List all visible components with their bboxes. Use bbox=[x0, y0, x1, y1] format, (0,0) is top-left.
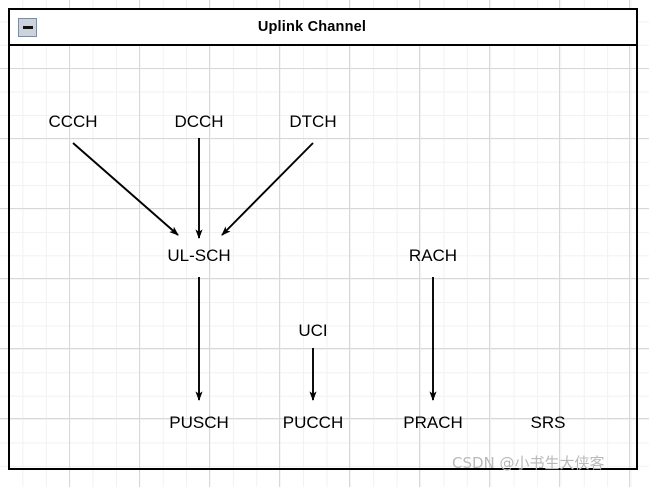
node-pusch[interactable]: PUSCH bbox=[169, 413, 229, 432]
collapse-minus-icon[interactable] bbox=[18, 18, 37, 37]
node-prach[interactable]: PRACH bbox=[403, 413, 463, 432]
node-uci[interactable]: UCI bbox=[298, 321, 328, 340]
node-dcch[interactable]: DCCH bbox=[174, 112, 224, 131]
uplink-channel-panel: Uplink Channel bbox=[8, 8, 638, 470]
node-ulsch[interactable]: UL-SCH bbox=[167, 246, 231, 265]
watermark: CSDN @小书生大侠客 bbox=[452, 454, 605, 472]
panel-body bbox=[10, 46, 636, 468]
node-dtch[interactable]: DTCH bbox=[289, 112, 337, 131]
node-rach[interactable]: RACH bbox=[408, 246, 458, 265]
node-srs[interactable]: SRS bbox=[530, 413, 566, 432]
panel-titlebar: Uplink Channel bbox=[10, 10, 636, 46]
node-ccch[interactable]: CCCH bbox=[48, 112, 98, 131]
node-pucch[interactable]: PUCCH bbox=[282, 413, 344, 432]
minus-glyph bbox=[22, 26, 33, 29]
page-title: Uplink Channel bbox=[257, 19, 367, 35]
